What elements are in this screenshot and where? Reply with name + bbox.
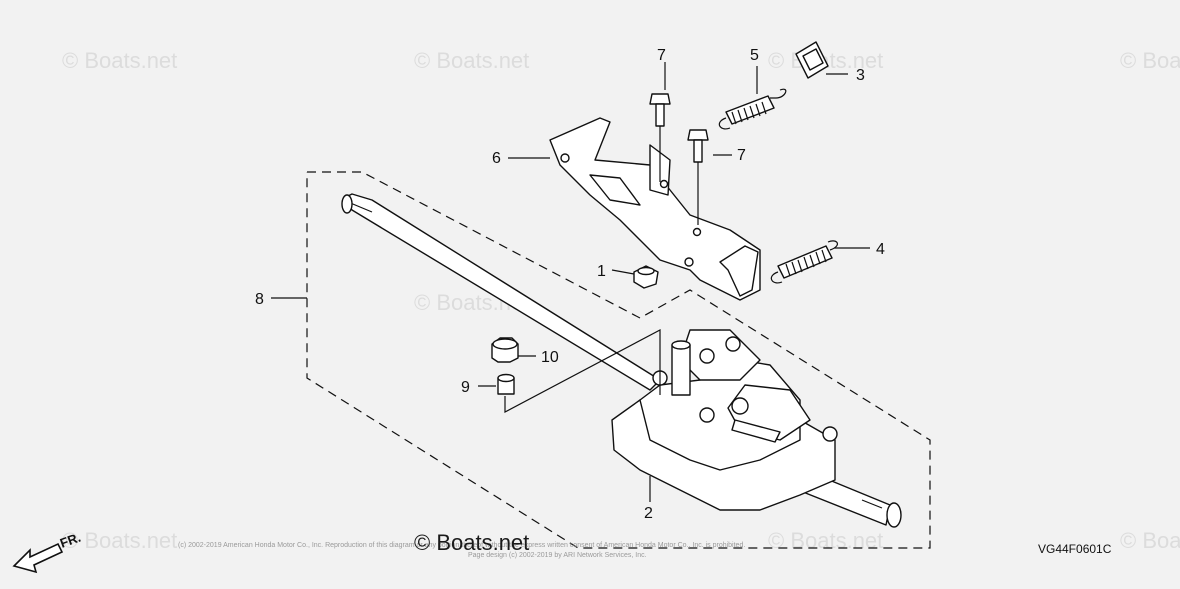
front-direction-marker: FR. (12, 530, 83, 574)
dashed-boundary (306, 171, 931, 549)
housing-bolt (699, 348, 715, 364)
callout-5: 5 (750, 47, 759, 64)
bolt-head (687, 129, 709, 141)
bolt-head (649, 93, 671, 105)
watermark: © Boats.net (62, 48, 177, 73)
bracket-hole (560, 153, 570, 163)
nut-top (637, 266, 655, 276)
callout-7: 7 (657, 47, 666, 64)
part-spring-upper (718, 88, 787, 130)
shaft-output-groove (861, 499, 883, 509)
spring-hook (770, 271, 783, 284)
spring-hook (718, 117, 731, 130)
diagram-code: VG44F0601C (1038, 542, 1112, 556)
bracket-arm (719, 245, 759, 297)
callout-9: 9 (461, 379, 470, 396)
watermark: © Boats.net (1120, 528, 1180, 553)
housing-bolt (731, 397, 749, 415)
part-spring-lower (770, 240, 838, 284)
bolt-shank (655, 103, 665, 127)
bracket-hole (684, 257, 694, 267)
bracket-slot (589, 174, 641, 206)
callout-8: 8 (255, 291, 264, 308)
callout-7: 7 (737, 147, 746, 164)
lever-bracket (549, 117, 761, 301)
callout-labels: 1 2 3 4 5 6 7 7 8 9 10 (255, 47, 885, 522)
transmission-housing (611, 329, 838, 511)
watermark: © Boats.net (414, 48, 529, 73)
spring-coil-turns (785, 249, 827, 277)
arrow-icon (12, 542, 64, 574)
nut-10-top (492, 338, 518, 350)
watermark: © Boats.net (1120, 48, 1180, 73)
spring-hook (770, 88, 787, 99)
bracket-hole (692, 227, 702, 237)
callout-4: 4 (876, 241, 885, 258)
input-shaft-top (671, 340, 691, 350)
housing-post (699, 407, 715, 423)
housing-bolt (725, 336, 741, 352)
leader-line (504, 329, 661, 413)
assembly-outline (306, 171, 931, 549)
leader-lines (271, 62, 870, 387)
shaft-end (341, 194, 353, 214)
bracket-hole (659, 179, 669, 189)
watermark: © Boats.net (62, 528, 177, 553)
shaft-output-end (886, 502, 902, 528)
leader-line (611, 269, 635, 275)
copyright-line: Page design (c) 2002-2019 by ARI Network… (468, 552, 647, 559)
spring-coil (725, 95, 775, 125)
callout-1: 1 (597, 263, 606, 280)
callout-6: 6 (492, 150, 501, 167)
spring-hook (827, 240, 838, 251)
bracket-plate (549, 117, 761, 301)
bolt-shank (693, 139, 703, 163)
callout-10: 10 (541, 349, 559, 366)
input-shaft (671, 344, 691, 396)
housing-tab (731, 419, 781, 443)
spring-coil-turns (731, 101, 767, 125)
collar-9-top (497, 373, 515, 383)
clip-window (802, 48, 824, 71)
callout-3: 3 (856, 67, 865, 84)
callout-2: 2 (644, 505, 653, 522)
housing-cover (679, 329, 761, 381)
part-collar-nut (491, 329, 661, 413)
part-bolts (649, 93, 709, 225)
spring-coil (777, 245, 833, 279)
watermark: © Boats.net (768, 528, 883, 553)
watermark-layer: © Boats.net © Boats.net © Boats.net © Bo… (62, 48, 1180, 553)
front-label: FR. (58, 530, 83, 551)
housing-bolt (822, 426, 838, 442)
copyright-line: (c) 2002-2019 American Honda Motor Co., … (178, 542, 745, 549)
part-nut (633, 265, 659, 289)
main-watermark: © Boats.net (414, 530, 529, 555)
part-clip (795, 41, 829, 79)
